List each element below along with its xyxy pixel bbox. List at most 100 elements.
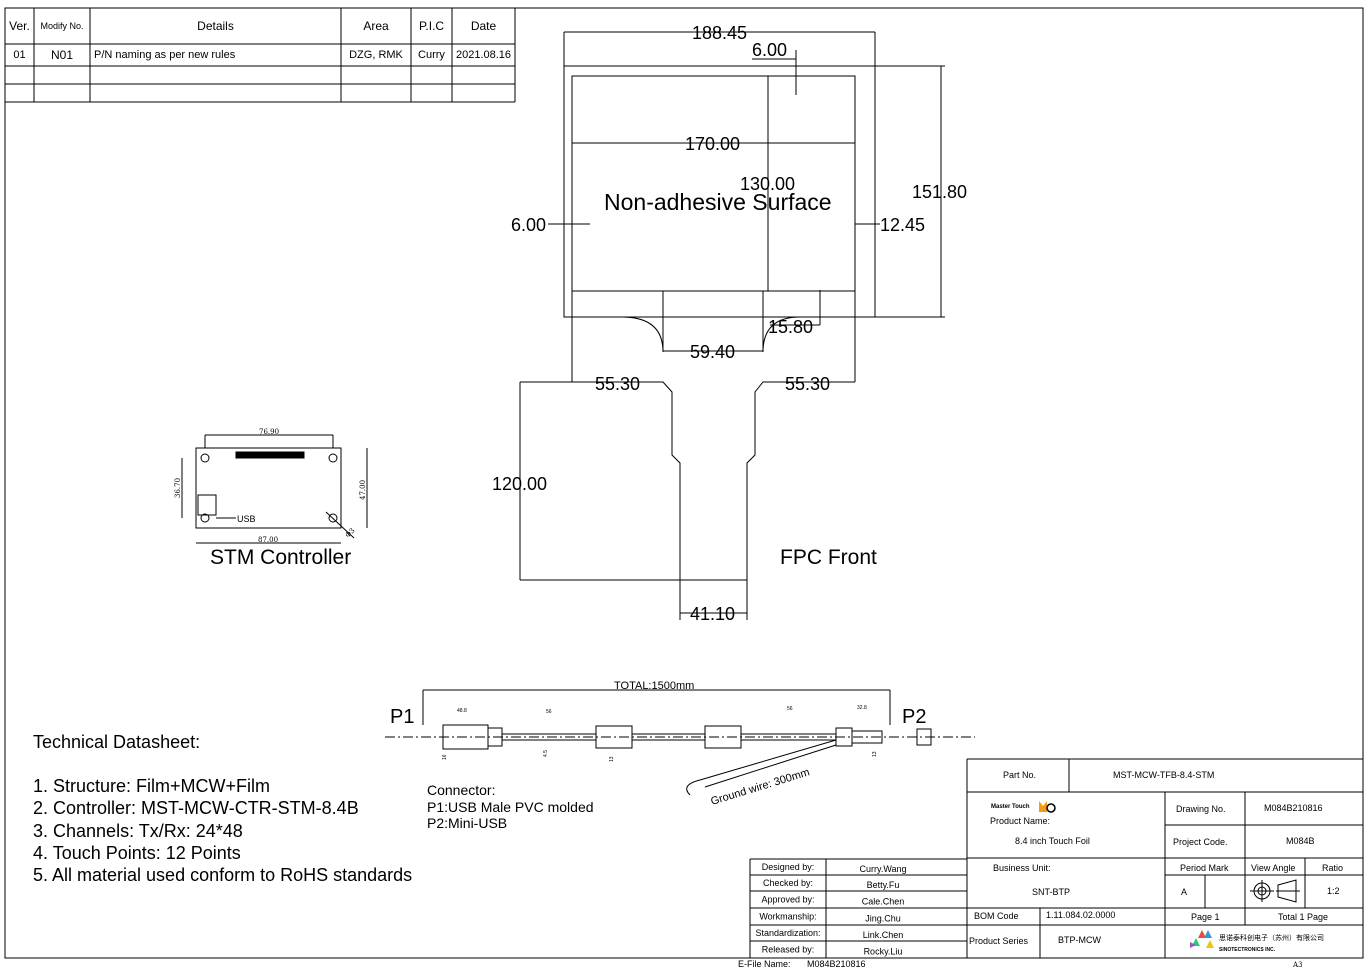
- page-number: Page 1: [1191, 912, 1220, 922]
- sheet-border: [4, 7, 1364, 959]
- cable-seg2: 56: [546, 709, 552, 715]
- product-name-label: Product Name:: [990, 816, 1050, 826]
- ctrl-dim-left: 36.70: [174, 478, 182, 498]
- dim-side-left: 55.30: [595, 374, 640, 394]
- ratio-label: Ratio: [1322, 863, 1343, 873]
- rev-row-cell: N01: [50, 48, 73, 62]
- company-en: SINOTECTRONICS INC.: [1219, 947, 1276, 953]
- cable-seg3: 56: [787, 706, 793, 712]
- project-code: M084B: [1286, 836, 1315, 846]
- bom-code: 1.11.084.02.0000: [1046, 910, 1115, 920]
- part-no: MST-MCW-TFB-8.4-STM: [1113, 770, 1214, 780]
- cable-seg1: 48.8: [457, 708, 467, 714]
- cable-seg4: 32.8: [857, 705, 867, 711]
- signoff-name: Link.Chen: [863, 930, 904, 940]
- signoff-role: Workmanship:: [759, 912, 816, 922]
- ctrl-usb-label: USB: [237, 514, 256, 524]
- business-unit-label: Business Unit:: [993, 863, 1051, 873]
- datasheet-heading: Technical Datasheet:: [33, 732, 201, 752]
- file-name: M084B210816: [807, 959, 866, 968]
- dim-top-margin: 6.00: [752, 40, 787, 60]
- product-series-label: Product Series: [969, 936, 1029, 946]
- project-code-label: Project Code.: [1173, 837, 1228, 847]
- business-unit: SNT-BTP: [1032, 887, 1070, 897]
- ctrl-dim-bottom: 87.00: [258, 536, 278, 544]
- bom-code-label: BOM Code: [974, 911, 1019, 921]
- datasheet-item: 2. Controller: MST-MCW-CTR-STM-8.4B: [33, 798, 359, 819]
- connector-note-line: Connector:: [427, 782, 496, 798]
- cable-h2: 4.5: [543, 750, 549, 757]
- dim-neck-width: 59.40: [690, 342, 735, 362]
- company-logo-icon: [1190, 930, 1214, 948]
- company-cn: 思诺泰科创电子（苏州）有限公司: [1219, 933, 1324, 942]
- dim-outer-width: 188.45: [692, 23, 747, 43]
- signoff-role: Checked by:: [763, 878, 813, 888]
- drawing-no-label: Drawing No.: [1176, 804, 1226, 814]
- dim-side-right: 55.30: [785, 374, 830, 394]
- dim-fpc-width: 41.10: [690, 604, 735, 624]
- signoff-name: Cale.Chen: [862, 897, 905, 907]
- view-angle-icon: [1250, 879, 1300, 903]
- rev-row-cell: P/N naming as per new rules: [94, 49, 236, 61]
- cable-total: TOTAL:1500mm: [614, 680, 694, 692]
- signoff-name: Curry.Wang: [859, 864, 906, 874]
- signoff-role: Approved by:: [761, 895, 814, 905]
- rev-header-cell: Area: [363, 19, 389, 33]
- total-pages: Total 1 Page: [1278, 912, 1328, 922]
- datasheet-item: 5. All material used conform to RoHS sta…: [33, 865, 413, 886]
- datasheet-item: 4. Touch Points: 12 Points: [33, 842, 241, 863]
- foil-dimension-lines: [548, 31, 945, 614]
- product-name: 8.4 inch Touch Foil: [1015, 836, 1090, 846]
- surface-label: Non-adhesive Surface: [604, 189, 832, 215]
- fpc-front-label: FPC Front: [780, 546, 877, 569]
- dim-inner-width: 170.00: [685, 134, 740, 154]
- connector-note-line: P2:Mini-USB: [427, 815, 508, 831]
- cable-drawing: [385, 689, 975, 796]
- drawing-no: M084B210816: [1264, 803, 1323, 813]
- period-mark: A: [1181, 887, 1187, 897]
- product-series: BTP-MCW: [1058, 935, 1101, 945]
- signoff-name: Rocky.Liu: [864, 947, 903, 957]
- signoff-role: Standardization:: [755, 928, 820, 938]
- dim-left-margin: 6.00: [511, 215, 546, 235]
- brand-logo-icon: [1039, 801, 1056, 813]
- signoff-role: Designed by:: [762, 862, 815, 872]
- ctrl-dim-top: 76.90: [259, 428, 279, 436]
- dim-right-margin: 12.45: [880, 215, 925, 235]
- signoff-grid: [749, 858, 967, 958]
- ratio: 1:2: [1327, 886, 1340, 896]
- rev-header-cell: Modify No.: [40, 21, 84, 31]
- rev-header-cell: Ver.: [9, 19, 30, 33]
- cable-p2: P2: [902, 706, 926, 728]
- view-angle-label: View Angle: [1251, 863, 1295, 873]
- dim-inner-height: 130.00: [740, 174, 795, 194]
- cable-h4: 13: [872, 751, 878, 757]
- part-no-label: Part No.: [1003, 770, 1036, 780]
- title-block-grid: [966, 758, 1363, 958]
- ctrl-dim-hole: Φ3: [344, 527, 357, 540]
- signoff-name: Jing.Chu: [865, 914, 901, 924]
- ctrl-title: STM Controller: [210, 546, 351, 569]
- rev-row-cell: 01: [13, 49, 26, 61]
- ctrl-dim-right: 47.00: [359, 480, 367, 500]
- connector-note-line: P1:USB Male PVC molded: [427, 798, 594, 815]
- signoff-name: Betty.Fu: [867, 880, 900, 890]
- dim-outer-height: 151.80: [912, 182, 967, 202]
- controller-board: [181, 434, 368, 544]
- cable-p1: P1: [390, 706, 414, 728]
- rev-header-cell: P.I.C: [418, 19, 445, 33]
- rev-header-cell: Date: [470, 19, 497, 33]
- rev-row-cell: 2021.08.16: [455, 49, 512, 61]
- signoff-role: Released by:: [762, 945, 815, 955]
- file-name-label: E-File Name:: [738, 959, 791, 968]
- dim-tail-offset: 15.80: [768, 317, 813, 337]
- rev-row-cell: Curry: [418, 49, 445, 61]
- brand-logo-text: Master Touch: [991, 804, 1030, 810]
- datasheet-item: 1. Structure: Film+MCW+Film: [33, 776, 271, 796]
- rev-row-cell: DZG, RMK: [349, 49, 403, 61]
- rev-header-cell: Details: [197, 19, 234, 33]
- datasheet-item: 3. Channels: Tx/Rx: 24*48: [33, 820, 243, 841]
- revision-table-grid: [5, 8, 516, 103]
- sheet-size: A3: [1292, 961, 1303, 968]
